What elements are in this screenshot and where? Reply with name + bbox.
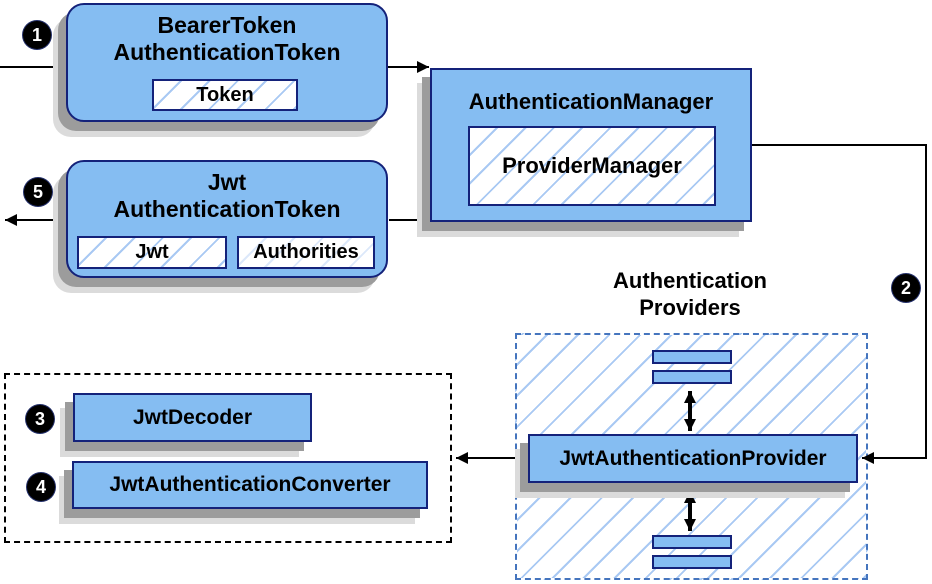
jwt-authentication-provider-label: JwtAuthenticationProvider	[559, 446, 827, 470]
provider-manager-chip-label: ProviderManager	[502, 153, 682, 178]
jwt-token-title-line1: Jwt	[207, 169, 247, 195]
bearer-token-title-line1: BearerToken	[157, 12, 297, 38]
provider-slot-bar-1	[652, 350, 732, 364]
jwt-authentication-token-title: Jwt AuthenticationToken	[68, 162, 386, 223]
jwt-components-group	[4, 373, 452, 543]
bearer-token-authentication-token-title: BearerToken AuthenticationToken	[68, 5, 386, 66]
authorities-chip-label: Authorities	[253, 241, 359, 263]
jwt-decoder-label: JwtDecoder	[132, 405, 253, 429]
jwt-authentication-token-node: Jwt AuthenticationToken Jwt Authorities	[66, 160, 388, 278]
token-chip-label: Token	[196, 83, 254, 106]
authentication-manager-title: AuthenticationManager	[468, 89, 714, 114]
jwt-token-title-line2: AuthenticationToken	[113, 196, 341, 222]
authorities-chip: Authorities	[237, 236, 375, 269]
jwt-decoder-node: JwtDecoder	[73, 393, 312, 442]
step-badge-1: 1	[23, 21, 51, 49]
provider-slot-bar-3	[652, 535, 732, 549]
jwt-authentication-converter-label: JwtAuthenticationConverter	[109, 473, 391, 496]
bearer-token-title-line2: AuthenticationToken	[113, 39, 341, 65]
token-chip: Token	[152, 79, 298, 111]
jwt-chip-label: Jwt	[135, 241, 169, 263]
step-badge-3: 3	[26, 405, 54, 433]
authentication-providers-label: Authentication Providers	[545, 267, 835, 321]
authentication-providers-label-line1: Authentication	[613, 268, 767, 293]
step-badge-2: 2	[892, 274, 920, 302]
provider-manager-chip: ProviderManager	[468, 126, 716, 206]
provider-slot-bar-2	[652, 370, 732, 384]
authentication-providers-label-line2: Providers	[639, 295, 741, 320]
step-badge-5: 5	[24, 178, 52, 206]
jwt-authentication-provider-node: JwtAuthenticationProvider	[528, 434, 858, 483]
jwt-chip: Jwt	[77, 236, 227, 269]
step-badge-4: 4	[27, 473, 55, 501]
bearer-token-authentication-token-node: BearerToken AuthenticationToken Token	[66, 3, 388, 122]
authentication-manager-node: AuthenticationManager ProviderManager	[430, 68, 752, 222]
jwt-authentication-converter-node: JwtAuthenticationConverter	[72, 461, 428, 509]
provider-slot-bar-4	[652, 555, 732, 569]
